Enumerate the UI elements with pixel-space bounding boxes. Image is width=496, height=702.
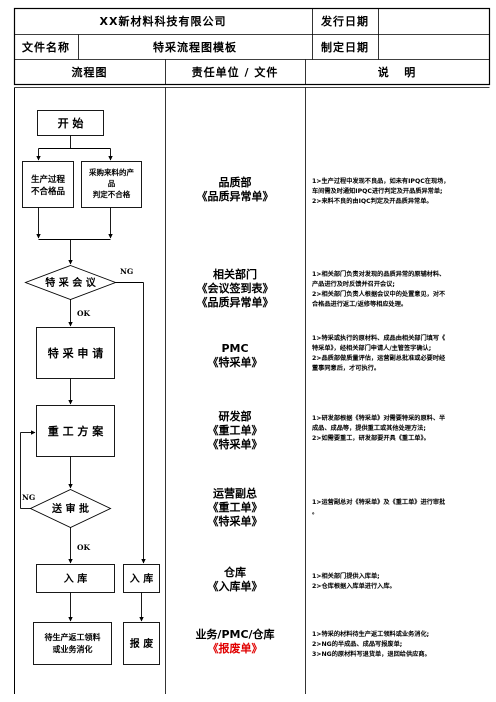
- desc-row-6: 1>相关部门提供入库单; 2>仓库根据入库单进行入库。: [312, 573, 396, 590]
- store-box-b: [123, 564, 160, 593]
- desc-row-4: 1>研发部根据《特采单》对需要特采的原料、半 成品、成品等，提供重工或其他处理方…: [312, 415, 446, 442]
- rework-label: 重 工 方 案: [48, 424, 104, 438]
- start-label: 开 始: [58, 116, 84, 130]
- desc-row-5: 1>运营副总对《特采单》及《重工单》进行审批 。: [312, 499, 446, 516]
- pending-box: [33, 622, 112, 665]
- store-a-label: 入 库: [64, 572, 87, 585]
- source-a-label-line2: 不合格品: [31, 186, 66, 197]
- source-b-label-line3: 判定不合格: [93, 189, 131, 199]
- store-box-a: [36, 564, 115, 593]
- file-name-value: 特采流程图模板: [153, 40, 237, 54]
- source-b-label-line2: 品: [108, 179, 116, 188]
- column-header-responsibility: 责任单位 / 文件: [191, 65, 279, 79]
- issue-date-label: 发行日期: [321, 15, 369, 28]
- meeting-label: 特 采 会 议: [45, 276, 96, 289]
- desc-row-3: 1>特采或执行的原材料、成品由相关部门填写《 特采单》，经相关部门申请人/主管签…: [312, 335, 446, 372]
- ng-label-1: NG: [120, 267, 133, 276]
- scrap-box: [123, 622, 160, 665]
- source-box-a: [22, 161, 74, 208]
- source-a-label-line1: 生产过程: [31, 174, 66, 185]
- scrap-label: 报 废: [130, 637, 153, 650]
- ok-label-1: OK: [77, 309, 91, 318]
- company-name: XX新材料科技有限公司: [99, 15, 227, 28]
- resp-row-6: 仓库 《入库单》: [207, 566, 263, 593]
- store-b-label: 入 库: [130, 572, 153, 585]
- apply-label: 特 采 申 请: [48, 346, 104, 360]
- desc-row-7: 1>特采的材料待生产返工领料或业务消化; 2>NG的半成品、成品写报废单; 3>…: [312, 631, 431, 658]
- resp-row-3: PMC 《特采单》: [207, 342, 263, 369]
- column-header-flow: 流程图: [71, 65, 108, 79]
- resp-row-2: 相关部门 《会议签到表》 《品质异常单》: [196, 268, 274, 309]
- pending-label-line2: 或业务消化: [53, 644, 93, 654]
- file-name-label: 文件名称: [22, 40, 70, 54]
- desc-row-2: 1>相关部门负责对发现的品质异常的原辅材料、 产品进行及时反馈并召开会议; 2>…: [312, 271, 446, 308]
- desc-row-1: 1>生产过程中发现不良品，如未有IPQC在现场， 车间需及时通知IPQC进行判定…: [312, 178, 450, 205]
- set-date-label: 制定日期: [321, 40, 369, 54]
- rework-box: [36, 405, 115, 457]
- column-header-description: 说 明: [377, 65, 417, 79]
- resp-row-4: 研发部 《重工单》 《特采单》: [207, 410, 263, 451]
- resp-row-5: 运营副总 《重工单》 《特采单》: [207, 487, 263, 528]
- resp-row-7: 业务/PMC/仓库 《报废单》: [165, 628, 305, 656]
- scrap-form-highlight: 《报废单》: [207, 642, 263, 655]
- review-label: 送 审 批: [51, 502, 89, 515]
- apply-box: [36, 327, 115, 379]
- resp-row-1: 品质部 《品质异常单》: [196, 176, 274, 203]
- ng-label-2: NG: [22, 493, 35, 502]
- source-box-b: [81, 161, 142, 208]
- source-b-label-line1: 采购来料的产: [88, 167, 134, 177]
- ok-label-2: OK: [77, 543, 91, 552]
- pending-label-line1: 待生产返工领料: [44, 632, 101, 642]
